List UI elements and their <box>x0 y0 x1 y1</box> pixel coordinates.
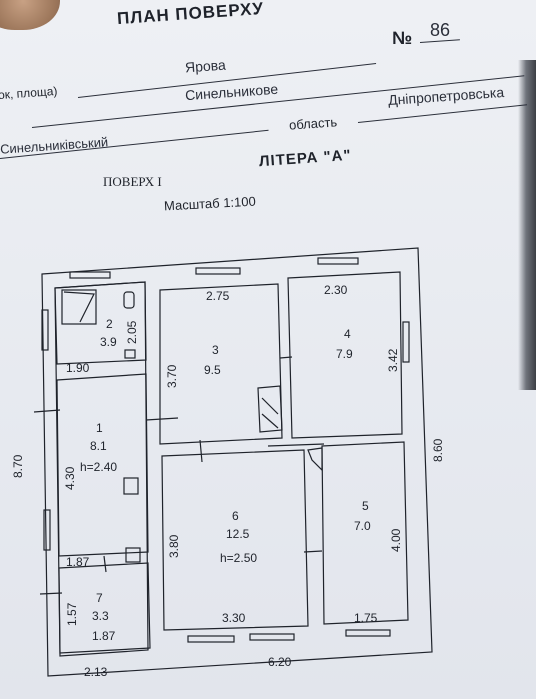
room-1-outline <box>56 373 149 557</box>
room-1-dim-side: 4.30 <box>63 466 77 490</box>
room-4-dim-side: 3.42 <box>386 348 400 372</box>
room-7-outline <box>58 562 151 654</box>
dim-bottom-left: 2.13 <box>84 665 108 679</box>
room-4-area: 7.9 <box>336 347 353 361</box>
room-5-outline <box>321 441 409 625</box>
room-3-area: 9.5 <box>204 363 221 377</box>
window <box>43 509 51 551</box>
window <box>187 635 235 643</box>
outlet <box>124 349 136 359</box>
window <box>249 633 295 641</box>
room-3-dim-top: 2.75 <box>206 289 230 303</box>
room-7-dim-side: 1.57 <box>65 602 79 626</box>
room-6-area: 12.5 <box>226 527 250 541</box>
room-7-area: 3.3 <box>92 609 109 623</box>
window <box>345 629 391 637</box>
room-2-dim: 2.05 <box>125 320 139 344</box>
stove <box>125 547 141 563</box>
room-4-number: 4 <box>344 327 351 341</box>
room-1-height: h=2.40 <box>80 460 117 474</box>
room-2-area: 3.9 <box>100 335 117 349</box>
desk-edge <box>518 60 536 390</box>
room-7-dim-bottom: 1.87 <box>92 629 116 643</box>
number-label: № <box>392 28 413 48</box>
room-6-outline <box>161 449 309 631</box>
toilet <box>123 291 135 309</box>
shower-tray <box>61 289 97 325</box>
number-value: 86 <box>430 20 451 40</box>
room-4-outline <box>287 271 403 439</box>
window <box>41 309 49 351</box>
outer-wall <box>41 247 433 677</box>
room-2-outline <box>54 281 147 365</box>
corridor-wedge <box>307 447 323 472</box>
room-4-dim-top: 2.30 <box>324 283 348 297</box>
room-3-number: 3 <box>212 343 219 357</box>
dim-left-total: 8.70 <box>11 454 25 478</box>
room-3-dim-side: 3.70 <box>165 364 179 388</box>
stairs <box>257 385 283 433</box>
floor-label: ПОВЕРХ I <box>103 174 162 189</box>
room-1-dim-top: 1.90 <box>66 361 90 375</box>
room-2-number: 2 <box>106 317 113 331</box>
room-7-dim-top: 1.87 <box>66 555 90 569</box>
room-5-number: 5 <box>362 499 369 513</box>
room-5-dim-bottom: 1.75 <box>354 611 378 625</box>
room-6-height: h=2.50 <box>220 551 257 565</box>
room-6-dim-side: 3.80 <box>167 534 181 558</box>
room-7-number: 7 <box>96 591 103 605</box>
room-3-outline <box>159 283 283 445</box>
room-5-area: 7.0 <box>354 519 371 533</box>
window <box>402 321 410 363</box>
boiler <box>123 477 139 495</box>
room-6-dim-bottom: 3.30 <box>222 611 246 625</box>
dim-bottom-total: 6.20 <box>268 655 292 669</box>
dim-right-total: 8.60 <box>431 438 445 462</box>
window <box>195 267 241 275</box>
window <box>317 257 359 265</box>
window <box>69 271 111 279</box>
room-6-number: 6 <box>232 509 239 523</box>
room-5-dim-side: 4.00 <box>389 528 403 552</box>
room-1-area: 8.1 <box>90 439 107 453</box>
room-1-number: 1 <box>96 421 103 435</box>
